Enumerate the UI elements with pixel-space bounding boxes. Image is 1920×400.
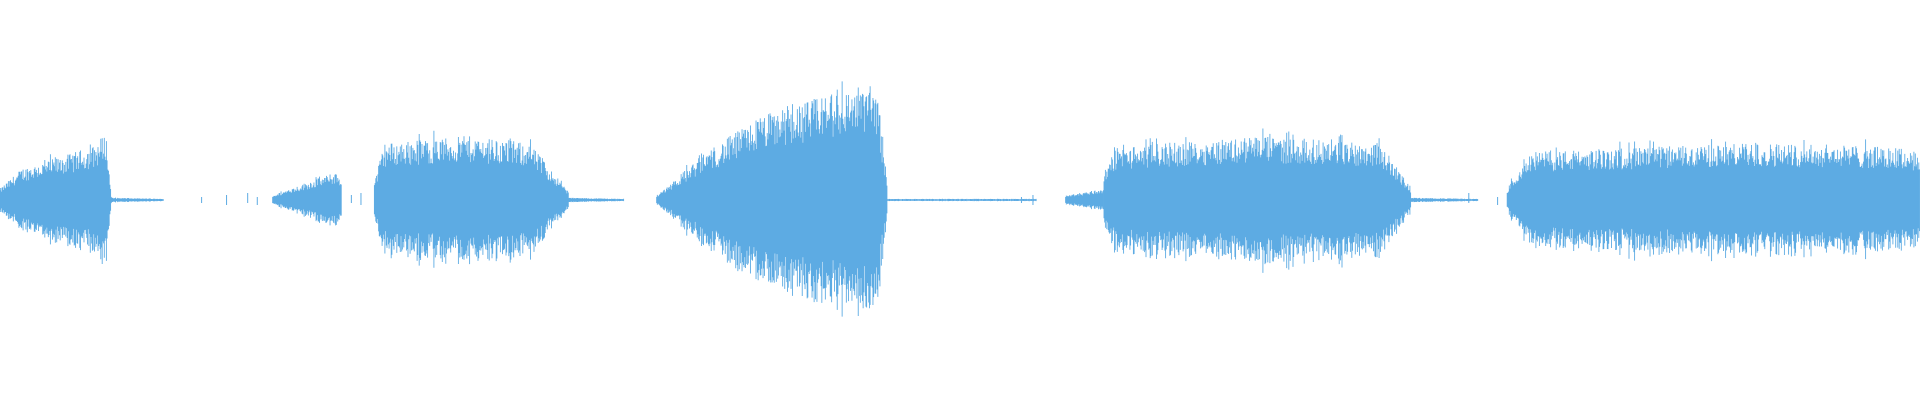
waveform-segment-11 xyxy=(1506,139,1920,262)
waveform-segment-6 xyxy=(656,81,888,317)
waveform-segment-7 xyxy=(886,198,1037,202)
waveform-segment-4 xyxy=(373,130,569,268)
waveform-segment-8 xyxy=(1065,190,1104,210)
waveform-segment-9 xyxy=(1103,128,1412,273)
waveform-segment-1 xyxy=(0,137,112,264)
waveform-segment-2 xyxy=(110,197,164,203)
waveform-segment-5 xyxy=(567,197,625,203)
waveform-segment-3 xyxy=(272,174,342,226)
waveform-segment-10 xyxy=(1410,197,1479,203)
